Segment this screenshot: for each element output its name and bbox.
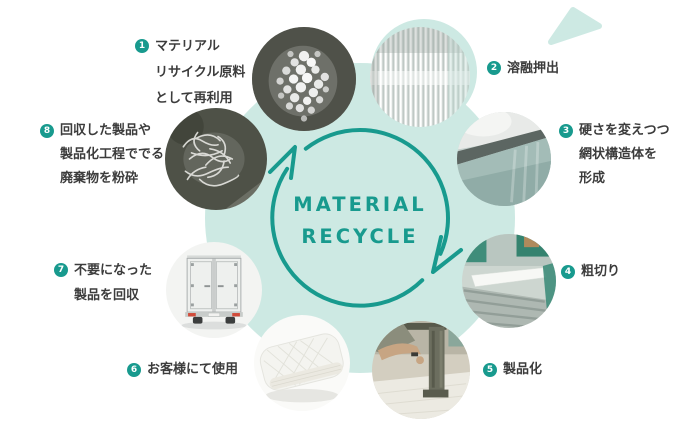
step-4-text-line: 粗切り <box>581 264 621 279</box>
step-8-label: 8 回収した製品や 製品化工程ででる 廃棄物を粉砕 <box>40 119 164 191</box>
step-8-number-badge: 8 <box>40 124 54 138</box>
step-1-text-line: マテリアル <box>155 39 220 54</box>
step-2-text-line: 溶融押出 <box>507 61 560 76</box>
step-3-number-badge: 3 <box>559 124 573 138</box>
step-6-text-line: お客様にて使用 <box>147 362 239 377</box>
step-8-text-line: 廃棄物を粉砕 <box>60 171 139 186</box>
step-7-label: 7 不要になった 製品を回収 <box>54 258 152 308</box>
step-2-label: 2 溶融押出 <box>487 56 559 82</box>
step-2-number-badge: 2 <box>487 61 501 75</box>
step-5-text-line: 製品化 <box>503 362 543 377</box>
step-8-text-line: 回収した製品や <box>60 123 152 138</box>
step-7-text-line: 製品を回収 <box>74 288 140 303</box>
step-3-text-line: 硬さを変えつつ <box>579 123 670 138</box>
step-1-number-badge: 1 <box>135 39 149 53</box>
step-4-label: 4 粗切り <box>561 260 620 284</box>
center-title-line1: MATERIAL <box>293 193 427 216</box>
shredded-waste-photo <box>165 108 267 210</box>
step-5-label: 5 製品化 <box>483 358 542 382</box>
plastic-pellets-photo <box>252 27 356 131</box>
melt-extrusion-strands-photo <box>370 27 470 127</box>
step-3-label: 3 硬さを変えつつ 網状構造体を 形成 <box>559 119 670 191</box>
step-4-number-badge: 4 <box>561 265 575 279</box>
step-6-number-badge: 6 <box>127 363 141 377</box>
step-1-text-line: として再利用 <box>155 91 233 106</box>
step-7-number-badge: 7 <box>54 263 68 277</box>
step-3-text-line: 網状構造体を <box>579 147 658 162</box>
mattress-pad-photo <box>254 315 350 411</box>
net-structure-forming-machine-photo <box>457 112 551 206</box>
step-8-text-line: 製品化工程ででる <box>60 147 165 162</box>
collection-truck-photo <box>166 242 262 338</box>
center-title: MATERIAL RECYCLE <box>240 189 480 253</box>
center-title-line2: RECYCLE <box>301 225 419 248</box>
step-7-text-line: 不要になった <box>74 263 153 278</box>
step-1-text-line: リサイクル原料 <box>155 65 246 80</box>
step-6-label: 6 お客様にて使用 <box>127 358 238 382</box>
step-3-text-line: 形成 <box>579 171 606 186</box>
product-assembly-worker-photo <box>372 321 470 419</box>
rough-cutting-conveyor-photo <box>462 234 556 328</box>
step-5-number-badge: 5 <box>483 363 497 377</box>
step-1-label: 1 マテリアル リサイクル原料 として再利用 <box>135 34 245 112</box>
